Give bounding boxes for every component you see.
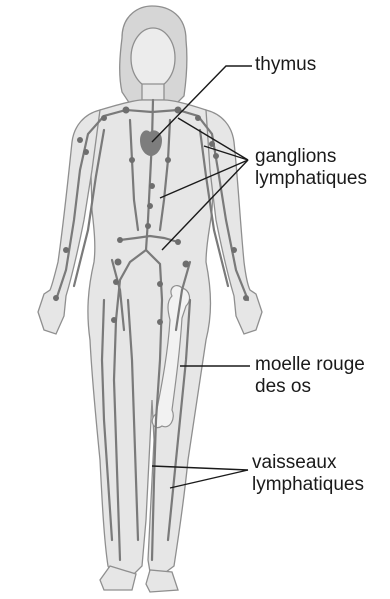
lymph-node bbox=[165, 157, 171, 163]
label-ganglions-line-2: lymphatiques bbox=[255, 168, 367, 190]
label-thymus: thymus bbox=[255, 54, 316, 76]
lymph-node bbox=[115, 259, 122, 266]
label-ganglions-lymphatiques: ganglions lymphatiques bbox=[255, 146, 367, 190]
label-moelle-line-2: des os bbox=[255, 376, 365, 398]
lymph-node bbox=[63, 247, 69, 253]
lymph-node bbox=[123, 107, 130, 114]
label-moelle-line-1: moelle rouge bbox=[255, 354, 365, 376]
lymph-node bbox=[129, 157, 135, 163]
neck bbox=[142, 84, 164, 100]
lymph-node bbox=[157, 281, 163, 287]
lymph-node bbox=[209, 141, 215, 147]
torso-legs bbox=[88, 100, 217, 574]
lymph-node bbox=[175, 239, 181, 245]
lymph-node bbox=[113, 279, 119, 285]
lymph-node bbox=[231, 247, 237, 253]
lymph-node bbox=[157, 319, 163, 325]
foot-right bbox=[146, 570, 178, 592]
lymph-node bbox=[83, 149, 89, 155]
label-vaisseaux-lymphatiques: vaisseaux lymphatiques bbox=[252, 452, 364, 496]
lymph-node bbox=[243, 295, 249, 301]
lymph-node bbox=[111, 317, 117, 323]
body-silhouette bbox=[38, 6, 262, 592]
lymph-node bbox=[53, 295, 59, 301]
lymph-node bbox=[147, 203, 153, 209]
label-thymus-line-1: thymus bbox=[255, 54, 316, 76]
lymph-node bbox=[213, 153, 219, 159]
label-moelle-rouge: moelle rouge des os bbox=[255, 354, 365, 398]
label-ganglions-line-1: ganglions bbox=[255, 146, 367, 168]
face bbox=[131, 28, 175, 88]
label-vaisseaux-line-1: vaisseaux bbox=[252, 452, 364, 474]
lymph-node bbox=[195, 115, 201, 121]
lymph-node bbox=[117, 237, 123, 243]
lymph-node bbox=[101, 115, 107, 121]
lymph-node bbox=[145, 223, 151, 229]
label-vaisseaux-line-2: lymphatiques bbox=[252, 474, 364, 496]
lymph-node bbox=[183, 261, 190, 268]
lymph-node bbox=[77, 137, 83, 143]
lymph-node bbox=[149, 183, 155, 189]
